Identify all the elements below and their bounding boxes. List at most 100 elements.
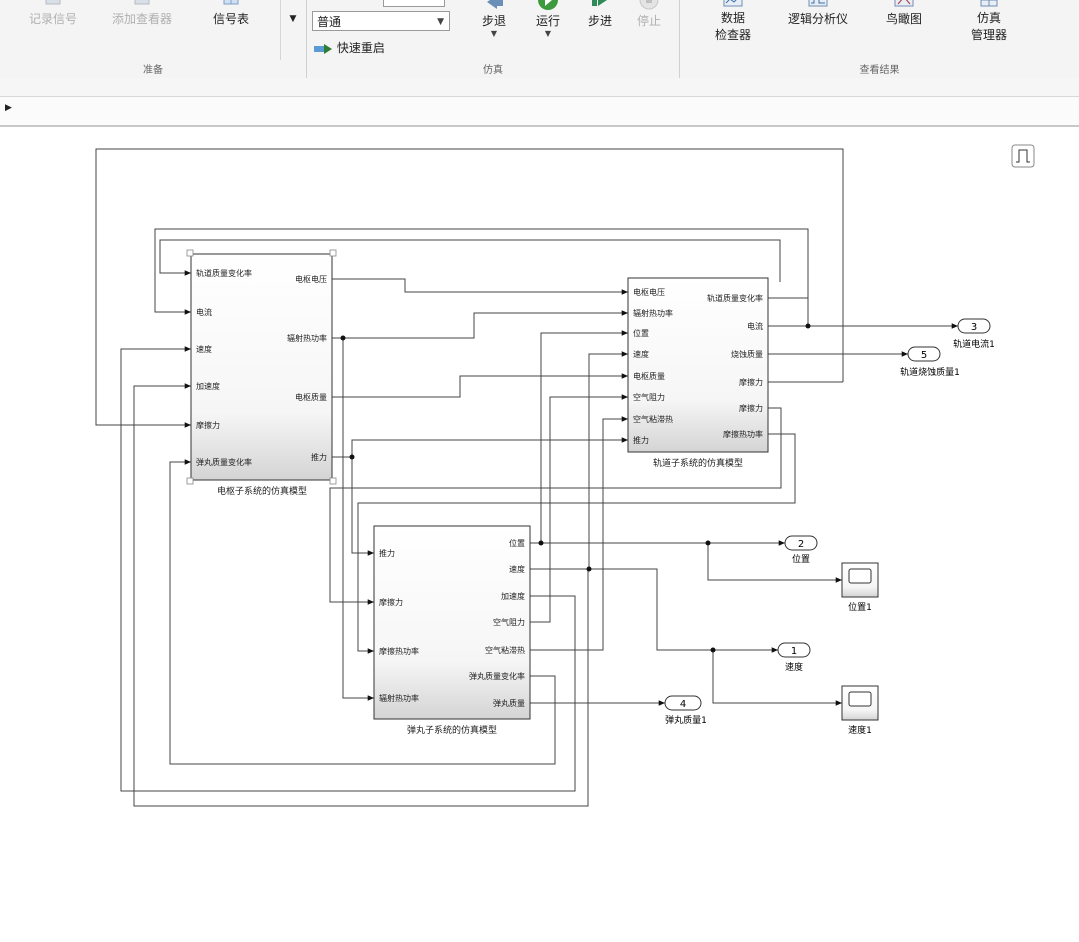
stop-time-field[interactable] — [383, 0, 445, 7]
sim-manager-button[interactable]: 仿真 管理器 — [954, 0, 1024, 44]
prepare-section: 记录信号 添加查看器 信号表 ▼ 准备 — [0, 0, 307, 78]
fast-restart-icon — [314, 43, 332, 54]
signal-line[interactable] — [342, 338, 374, 701]
logic-analyzer-button[interactable]: 逻辑分析仪 — [778, 0, 858, 27]
signal-line[interactable] — [540, 330, 628, 543]
run-label: 运行 — [535, 14, 560, 28]
signal-table-icon — [223, 0, 239, 5]
port-label: 辐射热功率 — [379, 693, 419, 703]
expand-arrow-icon[interactable]: ▶ — [5, 103, 12, 113]
signal-line[interactable] — [332, 310, 628, 339]
outport-2[interactable]: 2 位置 — [784, 535, 818, 565]
signal-line[interactable] — [332, 278, 628, 295]
port-label: 空气粘滞热 — [485, 645, 525, 655]
port-label: 电枢质量 — [295, 392, 327, 402]
chevron-down-icon: ▼ — [544, 29, 552, 38]
data-inspector-label-2: 检查器 — [714, 28, 751, 42]
port-label: 烧蚀质量 — [731, 349, 763, 359]
record-signal-button[interactable]: 记录信号 — [18, 0, 88, 27]
signal-line[interactable] — [530, 394, 628, 623]
simulation-mode-select[interactable]: 普通 ▼ — [312, 11, 450, 31]
sample-time-badge[interactable] — [1011, 144, 1035, 168]
model-canvas[interactable]: 轨道质量变化率 电流 速度 加速度 摩擦力 弹丸质量变化率 电枢电压 辐射热功率… — [0, 127, 1079, 942]
outport-label: 弹丸质量1 — [665, 714, 707, 726]
signal-line[interactable] — [530, 416, 628, 651]
scope-icon — [848, 568, 872, 584]
signal-line[interactable] — [133, 383, 589, 807]
outport-3[interactable]: 3 轨道电流1 — [953, 318, 995, 350]
outport-1[interactable]: 1 速度 — [777, 642, 811, 673]
bird-view-button[interactable]: 鸟瞰图 — [874, 0, 934, 27]
add-viewer-button[interactable]: 添加查看器 — [100, 0, 184, 27]
outport-label: 轨道电流1 — [953, 338, 995, 350]
signal-line[interactable] — [351, 457, 374, 556]
stop-icon — [639, 0, 659, 10]
signal-line[interactable] — [329, 407, 782, 605]
signal-line[interactable] — [588, 351, 628, 569]
port-label: 弹丸质量 — [493, 698, 525, 708]
outport-number: 3 — [971, 322, 977, 333]
port-label: 位置 — [509, 538, 525, 548]
port-label: 电流 — [747, 321, 763, 331]
junction-dot — [705, 540, 711, 546]
add-viewer-icon — [134, 0, 150, 5]
projectile-subsystem-block[interactable]: 推力 摩擦力 摩擦热功率 辐射热功率 位置 速度 加速度 空气阻力 空气粘滞热 … — [373, 525, 531, 736]
armature-subsystem-block[interactable]: 轨道质量变化率 电流 速度 加速度 摩擦力 弹丸质量变化率 电枢电压 辐射热功率… — [186, 249, 337, 497]
outport-4[interactable]: 4 弹丸质量1 — [664, 695, 707, 726]
bird-view-label: 鸟瞰图 — [885, 12, 922, 26]
simulate-section: 普通 ▼ 快速重启 步退 ▼ 运行 ▼ 步进 停止 仿真 — [307, 0, 680, 78]
rail-subsystem-block[interactable]: 电枢电压 辐射热功率 位置 速度 电枢质量 空气阻力 空气粘滞热 推力 轨道质量… — [627, 277, 769, 469]
junction-dots — [340, 323, 811, 653]
signal-table-button[interactable]: 信号表 — [198, 0, 264, 27]
simulation-mode-value: 普通 — [317, 15, 342, 29]
port-label: 加速度 — [501, 591, 525, 601]
outport-number: 2 — [798, 539, 804, 550]
block-title: 弹丸子系统的仿真模型 — [407, 724, 497, 736]
signal-lines — [120, 228, 958, 807]
outport-5[interactable]: 5 轨道烧蚀质量1 — [900, 346, 960, 378]
prepare-expand-button[interactable]: ▼ — [284, 14, 302, 24]
signal-line[interactable] — [357, 433, 796, 654]
scope-position[interactable]: 位置1 — [841, 562, 879, 613]
junction-dot — [349, 454, 355, 460]
port-label: 空气阻力 — [493, 617, 525, 627]
selection-handles — [186, 249, 337, 485]
junction-dot — [805, 323, 811, 329]
port-label: 电枢电压 — [295, 274, 327, 284]
signal-line[interactable] — [712, 650, 842, 706]
signal-line[interactable] — [120, 346, 576, 792]
stop-label: 停止 — [636, 14, 661, 28]
toolstrip-collapse-bar — [0, 78, 1079, 97]
chevron-down-icon: ▼ — [437, 17, 444, 27]
port-label: 速度 — [196, 344, 212, 354]
block-title: 电枢子系统的仿真模型 — [217, 485, 307, 497]
record-signal-icon — [45, 0, 61, 5]
port-label: 空气粘滞热 — [633, 414, 673, 424]
fast-restart-button[interactable]: 快速重启 — [313, 39, 403, 56]
junction-dot — [586, 566, 592, 572]
signal-line[interactable] — [154, 228, 809, 315]
run-button[interactable]: 运行 ▼ — [527, 0, 569, 38]
port-label: 摩擦力 — [739, 377, 763, 387]
record-signal-label: 记录信号 — [28, 12, 77, 26]
signal-line[interactable] — [159, 239, 781, 282]
port-label: 轨道质量变化率 — [707, 293, 763, 303]
port-label: 轨道质量变化率 — [196, 268, 252, 278]
stop-button[interactable]: 停止 — [629, 0, 669, 29]
signal-line[interactable] — [169, 459, 556, 765]
port-label: 摩擦热功率 — [723, 429, 763, 439]
signal-line[interactable] — [707, 543, 842, 583]
signal-line[interactable] — [332, 373, 628, 398]
junction-dot — [710, 647, 716, 653]
scope-velocity[interactable]: 速度1 — [841, 685, 879, 736]
signal-line[interactable] — [95, 148, 844, 428]
block-title: 轨道子系统的仿真模型 — [653, 457, 743, 469]
signal-line[interactable] — [332, 437, 628, 458]
signal-line[interactable] — [530, 568, 778, 653]
data-inspector-button[interactable]: 数据 检查器 — [704, 0, 762, 44]
step-back-button[interactable]: 步退 ▼ — [473, 0, 515, 38]
run-icon — [538, 0, 558, 10]
scope-icon — [848, 691, 872, 707]
step-forward-button[interactable]: 步进 — [579, 0, 621, 29]
port-label: 电流 — [196, 307, 212, 317]
